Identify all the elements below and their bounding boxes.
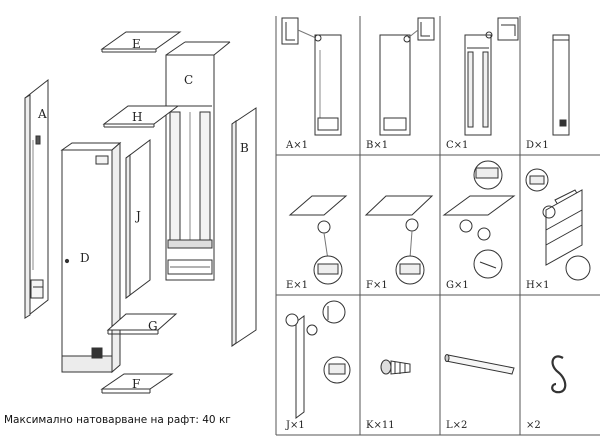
rod-icon xyxy=(444,354,515,375)
part-j-thumb xyxy=(285,300,351,419)
caption-d: D×1 xyxy=(526,140,549,151)
panel-a xyxy=(24,78,49,320)
caption-c: C×1 xyxy=(446,140,468,151)
panel-g xyxy=(106,313,178,331)
part-e-thumb xyxy=(288,195,348,285)
label-c: C xyxy=(184,73,193,87)
caption-j: J×1 xyxy=(285,420,305,431)
part-d-thumb xyxy=(552,34,570,136)
panel-f xyxy=(100,373,174,390)
caption-f: F×1 xyxy=(366,280,388,291)
panel-c xyxy=(165,41,231,281)
caption-s-hook: ×2 xyxy=(526,420,541,431)
part-b-thumb xyxy=(379,17,435,136)
s-hook-icon xyxy=(551,355,567,394)
panel-e xyxy=(100,31,182,50)
shelf-load-note: Максимално натоварване на рафт: 40 кг xyxy=(4,414,231,426)
label-j: J xyxy=(134,209,141,223)
part-f-thumb xyxy=(364,195,434,285)
caption-h: H×1 xyxy=(526,280,549,291)
label-g: G xyxy=(148,319,158,333)
panel-j xyxy=(125,139,151,299)
caption-g: G×1 xyxy=(446,280,469,291)
label-f: F xyxy=(132,377,140,391)
label-e: E xyxy=(132,37,141,51)
caption-l: L×2 xyxy=(446,420,467,431)
label-a: A xyxy=(37,107,47,121)
part-c-thumb xyxy=(464,17,519,136)
parts-grid xyxy=(275,16,600,436)
panel-b xyxy=(231,107,257,347)
part-a-thumb xyxy=(281,17,342,136)
panel-d xyxy=(60,141,122,374)
label-d: D xyxy=(80,251,90,265)
part-g-thumb xyxy=(442,160,516,279)
caption-a: A×1 xyxy=(285,140,308,151)
label-b: B xyxy=(240,141,249,155)
caption-k: K×11 xyxy=(366,420,395,431)
caption-e: E×1 xyxy=(286,280,308,291)
label-h: H xyxy=(132,110,142,124)
screw-icon xyxy=(380,359,411,375)
caption-b: B×1 xyxy=(366,140,388,151)
panel-h xyxy=(102,105,180,125)
part-h-thumb xyxy=(525,168,591,281)
